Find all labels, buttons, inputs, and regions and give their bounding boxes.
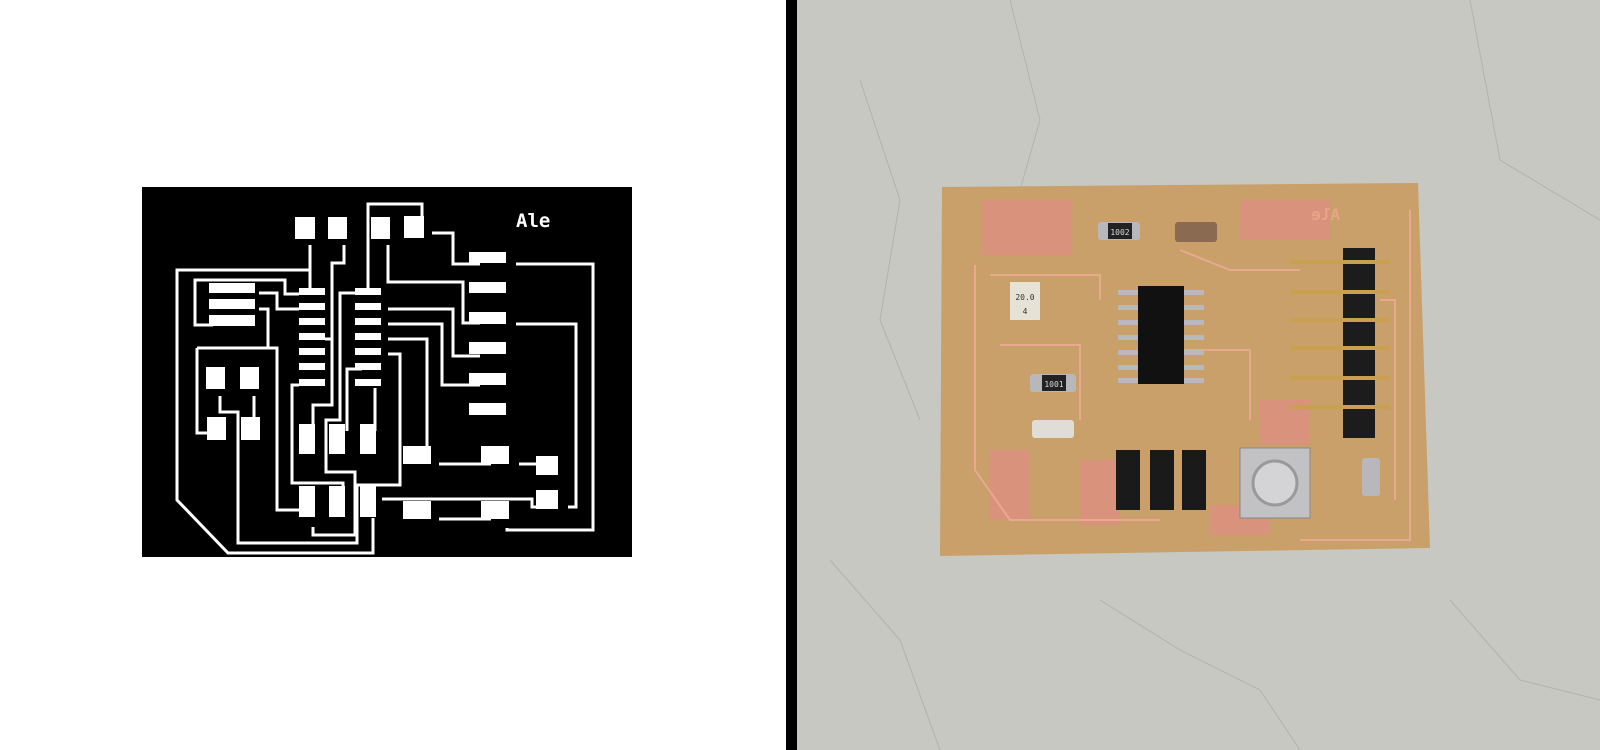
pcb-trace-layout: Ale [142, 187, 632, 557]
pcb-photo: 1002 20.0 4 1001 [797, 0, 1600, 750]
resistor-small [1362, 458, 1380, 496]
push-button [1239, 447, 1311, 519]
resonator: 20.0 4 [1010, 282, 1040, 320]
panel-divider [786, 0, 797, 750]
svg-text:1001: 1001 [1044, 380, 1063, 389]
copper-pours [982, 200, 1330, 535]
pads [206, 216, 558, 519]
mirrored-board-label: Ale [1311, 205, 1340, 224]
led [1032, 420, 1074, 438]
chip-leads [1118, 290, 1204, 383]
microcontroller-chip [1138, 286, 1184, 384]
pin-headers-2x3 [1116, 450, 1206, 510]
ftdi-header [1290, 248, 1390, 438]
capacitor [1175, 222, 1217, 242]
resistor-1002: 1002 [1098, 222, 1140, 240]
floor-cracks [829, 0, 1600, 750]
svg-text:1002: 1002 [1110, 228, 1129, 237]
svg-text:20.0: 20.0 [1015, 293, 1034, 302]
copper-traces [974, 210, 1411, 541]
board-label: Ale [516, 210, 550, 232]
svg-text:4: 4 [1023, 307, 1028, 316]
resistor-1001: 1001 [1030, 374, 1076, 392]
